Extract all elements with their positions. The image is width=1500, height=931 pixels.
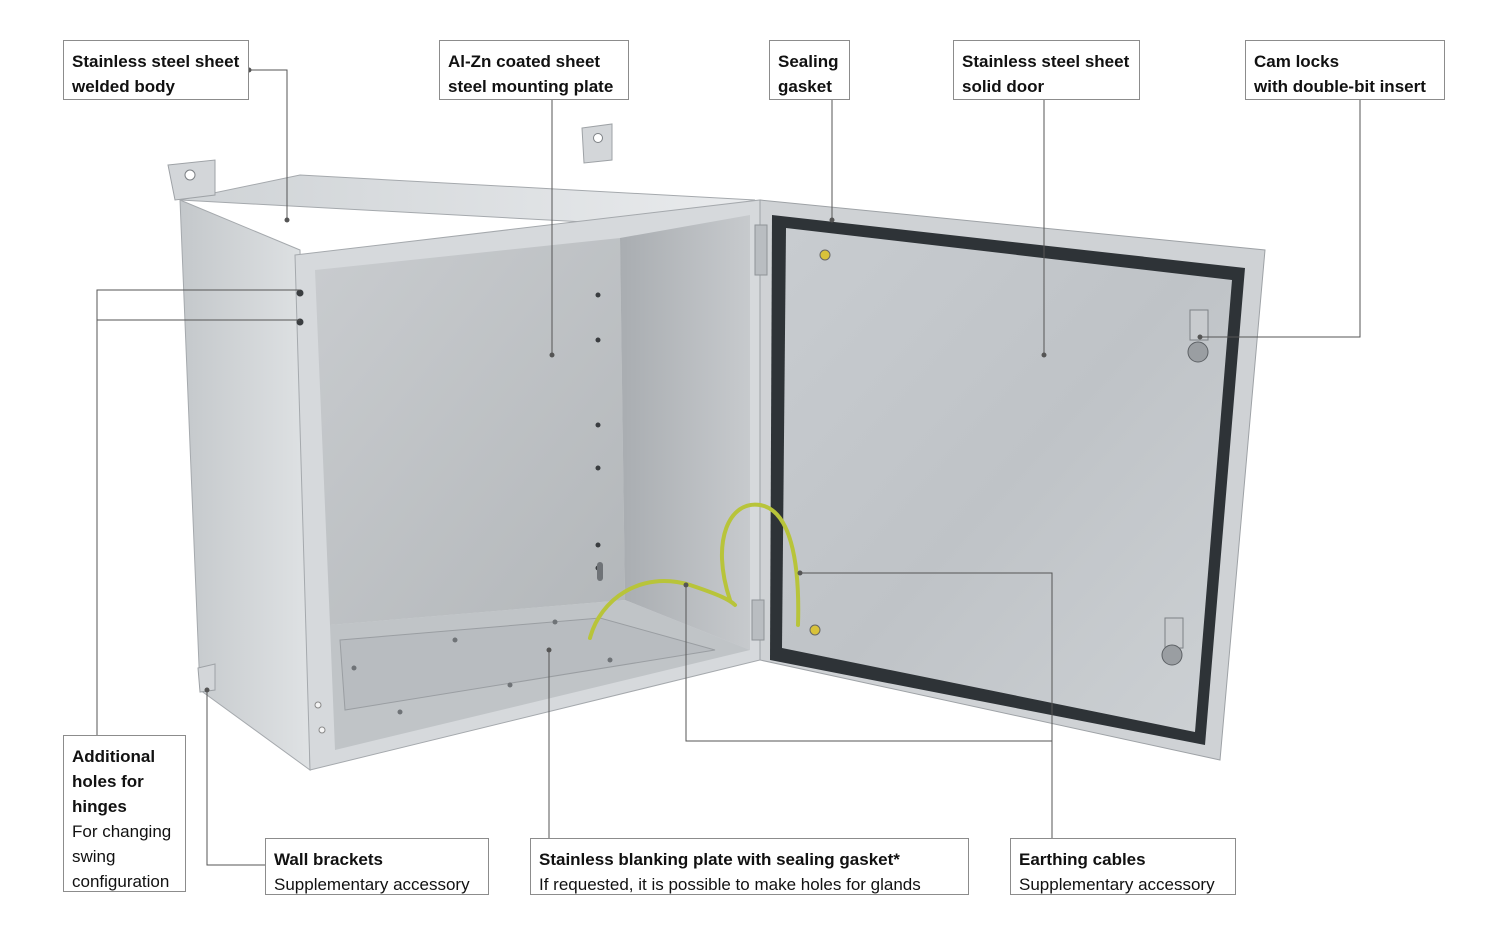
label-title: hinges [72,797,127,816]
cam-lock [1187,309,1209,363]
wall-bracket [197,663,216,693]
leader-dots [204,67,1203,693]
label-title: Wall brackets [274,850,383,869]
label-solid-door: Stainless steel sheet solid door [953,40,1140,100]
label-subtitle: Supplementary accessory [274,875,470,894]
wall-bracket [167,159,216,201]
label-subtitle: Supplementary accessory [1019,875,1215,894]
label-wall-brackets: Wall brackets Supplementary accessory [265,838,489,895]
wall-bracket [581,123,613,164]
label-earthing-cables: Earthing cables Supplementary accessory [1010,838,1236,895]
label-title: holes for [72,772,144,791]
label-title: Cam locks [1254,52,1340,71]
cam-lock [1161,617,1184,666]
label-title: solid door [962,77,1045,96]
label-subtitle: For changing [72,822,172,841]
enclosure-body [167,123,761,771]
label-subtitle: swing [72,847,116,866]
leader-lines [96,69,1361,866]
label-subtitle: configuration [72,872,170,891]
label-welded-body: Stainless steel sheet welded body [63,40,249,100]
label-title: Additional [72,747,156,766]
label-title: Earthing cables [1019,850,1146,869]
label-title: Al-Zn coated sheet [448,52,601,71]
label-blanking-plate: Stainless blanking plate with sealing ga… [530,838,969,895]
label-subtitle: If requested, it is possible to make hol… [539,875,921,894]
label-title: steel mounting plate [448,77,614,96]
enclosure-door [751,199,1266,761]
hinge-hole [314,701,322,709]
label-sealing-gasket: Sealing gasket [769,40,850,100]
label-title: gasket [778,77,832,96]
label-hinge-holes: Additional holes for hinges For changing… [63,735,186,892]
hinge-hole [296,289,304,297]
label-title: Stainless steel sheet [962,52,1130,71]
label-title: Stainless steel sheet [72,52,240,71]
label-title: welded body [72,77,175,96]
label-title: Stainless blanking plate with sealing ga… [539,850,900,869]
label-cam-locks: Cam locks with double-bit insert [1245,40,1445,100]
label-title: with double-bit insert [1254,77,1426,96]
label-mounting-plate: Al-Zn coated sheet steel mounting plate [439,40,629,100]
hinge-hole [318,726,326,734]
label-title: Sealing [778,52,839,71]
earthing-cables [588,502,801,640]
